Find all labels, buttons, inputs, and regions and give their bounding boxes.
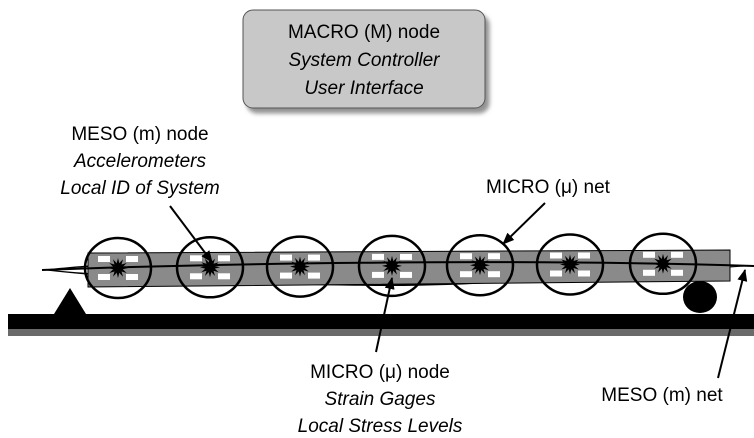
meso-node-subtitle-1: Accelerometers xyxy=(73,151,206,172)
node-circle xyxy=(357,234,427,298)
strain-gage xyxy=(98,256,110,262)
sensor-node-row xyxy=(83,232,698,300)
strain-gage xyxy=(308,272,320,279)
meso-node-label: MESO (m) node Accelerometers Local ID of… xyxy=(60,124,219,199)
sensor-node xyxy=(535,233,605,296)
micro-node-title: MICRO (μ) node xyxy=(310,362,450,383)
macro-node-subtitle-2: User Interface xyxy=(304,78,423,99)
strain-gage xyxy=(190,255,202,262)
macro-node-subtitle-1: System Controller xyxy=(289,50,441,71)
sensor-node xyxy=(265,235,335,298)
pin-support xyxy=(54,288,86,314)
strain-gage xyxy=(460,271,472,278)
micro-node-subtitle-1: Strain Gages xyxy=(325,389,436,410)
accelerometer-star xyxy=(290,256,310,277)
strain-gage xyxy=(488,253,500,260)
micro-net-label: MICRO (μ) net xyxy=(486,177,611,198)
strain-gage xyxy=(126,274,138,280)
accelerometer-star xyxy=(108,258,128,278)
macro-node-title: MACRO (M) node xyxy=(288,22,440,43)
strain-gage xyxy=(98,274,110,280)
strain-gage xyxy=(126,256,138,262)
meso-node-subtitle-2: Local ID of System xyxy=(60,178,219,199)
strain-gage xyxy=(280,254,292,261)
strain-gage xyxy=(372,271,384,278)
strain-gage xyxy=(550,270,562,277)
accelerometer-star xyxy=(470,255,490,276)
strain-gage xyxy=(578,252,590,259)
meso-node-title: MESO (m) node xyxy=(71,124,208,145)
accelerometer-star xyxy=(200,257,220,278)
micro-net-arrow xyxy=(502,202,546,245)
strain-gage xyxy=(578,270,590,277)
micro-node-label: MICRO (μ) node Strain Gages Local Stress… xyxy=(298,362,463,437)
strain-gage xyxy=(218,255,230,262)
roller-support xyxy=(683,281,717,313)
strain-gage xyxy=(218,273,230,280)
micro-node-subtitle-2: Local Stress Levels xyxy=(298,416,463,437)
meso-net-arrow xyxy=(717,269,748,379)
node-circle xyxy=(83,236,153,300)
node-circle xyxy=(445,233,515,297)
strain-gage xyxy=(643,269,655,276)
strain-gage xyxy=(372,253,384,260)
strain-gage xyxy=(308,254,320,261)
accelerometer-star xyxy=(560,254,580,275)
accelerometer-star xyxy=(653,253,673,274)
accelerometer-star xyxy=(382,255,402,276)
strain-gage xyxy=(460,253,472,260)
sensor-node xyxy=(357,234,427,298)
micro-node-arrow xyxy=(375,277,395,353)
meso-net-label: MESO (m) net xyxy=(601,385,723,406)
strain-gage xyxy=(400,271,412,278)
strain-gage xyxy=(190,273,202,280)
strain-gage xyxy=(400,253,412,260)
node-circle xyxy=(535,233,605,296)
strain-gage xyxy=(488,271,500,278)
meso-node-arrow xyxy=(169,205,213,263)
sensor-node xyxy=(628,232,698,296)
node-circle xyxy=(628,232,698,296)
strain-gage xyxy=(280,272,292,279)
sensor-node xyxy=(445,233,515,297)
sensor-node xyxy=(175,236,245,299)
node-circle xyxy=(175,236,245,299)
strain-gage xyxy=(671,269,683,276)
strain-gage xyxy=(550,252,562,259)
macro-node-box: MACRO (M) node System Controller User In… xyxy=(242,9,486,109)
sensor-node xyxy=(83,236,153,300)
node-circle xyxy=(265,235,335,298)
strain-gage xyxy=(671,251,683,258)
strain-gage xyxy=(643,251,655,258)
